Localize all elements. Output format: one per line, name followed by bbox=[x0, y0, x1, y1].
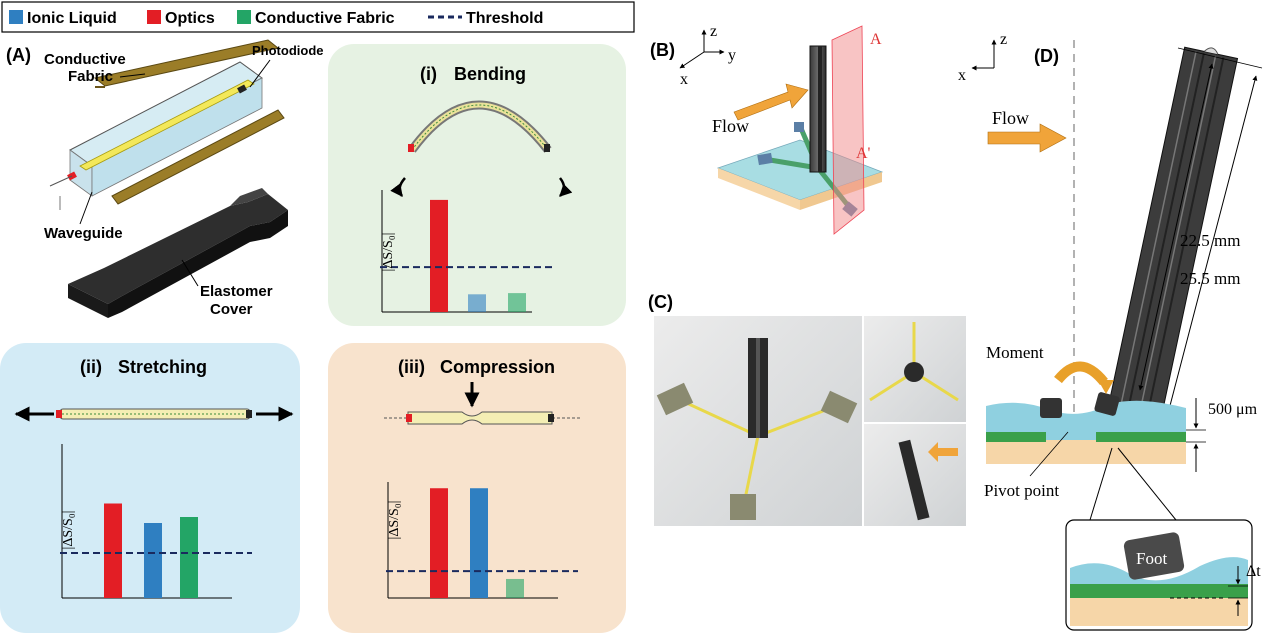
compression-title: Compression bbox=[440, 357, 555, 377]
elastomer-cover bbox=[68, 188, 288, 318]
panel-d-label: (D) bbox=[1034, 46, 1059, 66]
stretching-bar-chart: |ΔS/S₀| bbox=[60, 444, 252, 599]
panel-d: (D) z x Flow 22.5 mm 25.5 mm bbox=[958, 31, 1263, 631]
panel-a-label: (A) bbox=[6, 45, 31, 65]
compression-y-label: |ΔS/S₀| bbox=[387, 501, 402, 540]
label-fabric: Fabric bbox=[68, 68, 113, 85]
panel-b-plane-a: A bbox=[870, 31, 882, 48]
legend-label-ionic: Ionic Liquid bbox=[27, 10, 117, 27]
panel-b-axis-x: x bbox=[680, 71, 688, 88]
dim-line-outer bbox=[1158, 75, 1258, 445]
compression-bar-chart: |ΔS/S₀| bbox=[386, 482, 578, 599]
panel-b-label: (B) bbox=[650, 40, 675, 60]
stretching-mode-label: (ii) bbox=[80, 357, 102, 377]
bend-arrow-right bbox=[558, 177, 573, 197]
stretching-bar-optics bbox=[104, 503, 122, 598]
dim-label-2: 25.5 mm bbox=[1180, 269, 1240, 288]
compression-panel: (iii) Compression |ΔS/S₀| bbox=[328, 343, 626, 633]
delta-t-label: Δt bbox=[1246, 563, 1261, 580]
panel-b-flow-label: Flow bbox=[712, 116, 749, 136]
legend-swatch-ionic bbox=[9, 10, 23, 24]
bend-arrow-left bbox=[390, 177, 406, 198]
legend-label-fabric: Conductive Fabric bbox=[255, 10, 395, 27]
compression-bar-ionic bbox=[470, 488, 488, 598]
legend-swatch-optics bbox=[147, 10, 161, 24]
legend-label-optics: Optics bbox=[165, 10, 215, 27]
bending-panel: (i) Bending |ΔS/S₀| bbox=[328, 44, 626, 326]
stretching-bar-ionic bbox=[144, 523, 162, 598]
panel-b-plane-a2: A' bbox=[856, 145, 871, 162]
stretching-panel: (ii) Stretching |ΔS/S₀| bbox=[0, 343, 300, 633]
bending-bar-ionic bbox=[468, 294, 486, 312]
panel-d-axis-x: x bbox=[958, 67, 966, 84]
waveguide-core bbox=[79, 79, 255, 171]
panel-d-flow-arrow bbox=[987, 123, 1067, 153]
label-waveguide: Waveguide bbox=[44, 225, 123, 242]
bending-bar-chart: |ΔS/S₀| bbox=[380, 190, 552, 313]
label-photodiode: Photodiode bbox=[252, 43, 324, 58]
legend: Ionic Liquid Optics Conductive Fabric Th… bbox=[1, 1, 635, 33]
photodiode bbox=[237, 84, 247, 94]
legend-label-threshold: Threshold bbox=[466, 10, 543, 27]
panel-b-flow-arrow bbox=[733, 83, 809, 121]
bending-y-label: |ΔS/S₀| bbox=[381, 233, 396, 272]
bending-bar-fabric bbox=[508, 293, 526, 312]
label-elastomer: Elastomer bbox=[200, 283, 273, 300]
foot-block bbox=[1123, 532, 1185, 580]
thickness-label: 500 μm bbox=[1208, 401, 1258, 418]
panel-a: (A) Conductive Fabric Photodiode Wavegui… bbox=[6, 39, 324, 318]
foot-label: Foot bbox=[1136, 549, 1167, 568]
label-conductive: Conductive bbox=[44, 51, 126, 68]
legend-swatch-fabric bbox=[237, 10, 251, 24]
stretching-title: Stretching bbox=[118, 357, 207, 377]
panel-d-base-layer bbox=[986, 440, 1186, 464]
bending-mode-label: (i) bbox=[420, 64, 437, 84]
fabric-strip-bottom bbox=[111, 109, 285, 205]
moment-label: Moment bbox=[986, 343, 1044, 362]
compression-bar-optics bbox=[430, 488, 448, 598]
compression-mode-label: (iii) bbox=[398, 357, 425, 377]
panel-c: (C) bbox=[648, 292, 966, 526]
label-cover: Cover bbox=[210, 301, 253, 318]
moment-arrow bbox=[1054, 361, 1108, 386]
panel-d-flow-label: Flow bbox=[992, 108, 1029, 128]
bending-bar-optics bbox=[430, 199, 448, 312]
panel-d-axis-z: z bbox=[1000, 31, 1007, 48]
stretching-y-label: |ΔS/S₀| bbox=[61, 511, 76, 550]
panel-b-section-plane bbox=[831, 25, 865, 235]
bending-background bbox=[328, 44, 626, 326]
bending-title: Bending bbox=[454, 64, 526, 84]
panel-d-liquid-layer bbox=[986, 400, 1186, 440]
photo-flow-arrow bbox=[928, 442, 958, 462]
panel-b-axis-y: y bbox=[728, 47, 736, 64]
dim-label-1: 22.5 mm bbox=[1180, 231, 1240, 250]
legend-box bbox=[1, 1, 635, 33]
pivot-label: Pivot point bbox=[984, 481, 1059, 500]
panel-b-axis-z: z bbox=[710, 23, 717, 40]
panel-c-label: (C) bbox=[648, 292, 673, 312]
stretching-bar-fabric bbox=[180, 517, 198, 598]
compression-bar-fabric bbox=[506, 578, 524, 598]
panel-b: (B) z y x A A' Flow bbox=[650, 23, 884, 235]
compressed-sensor bbox=[407, 411, 553, 425]
